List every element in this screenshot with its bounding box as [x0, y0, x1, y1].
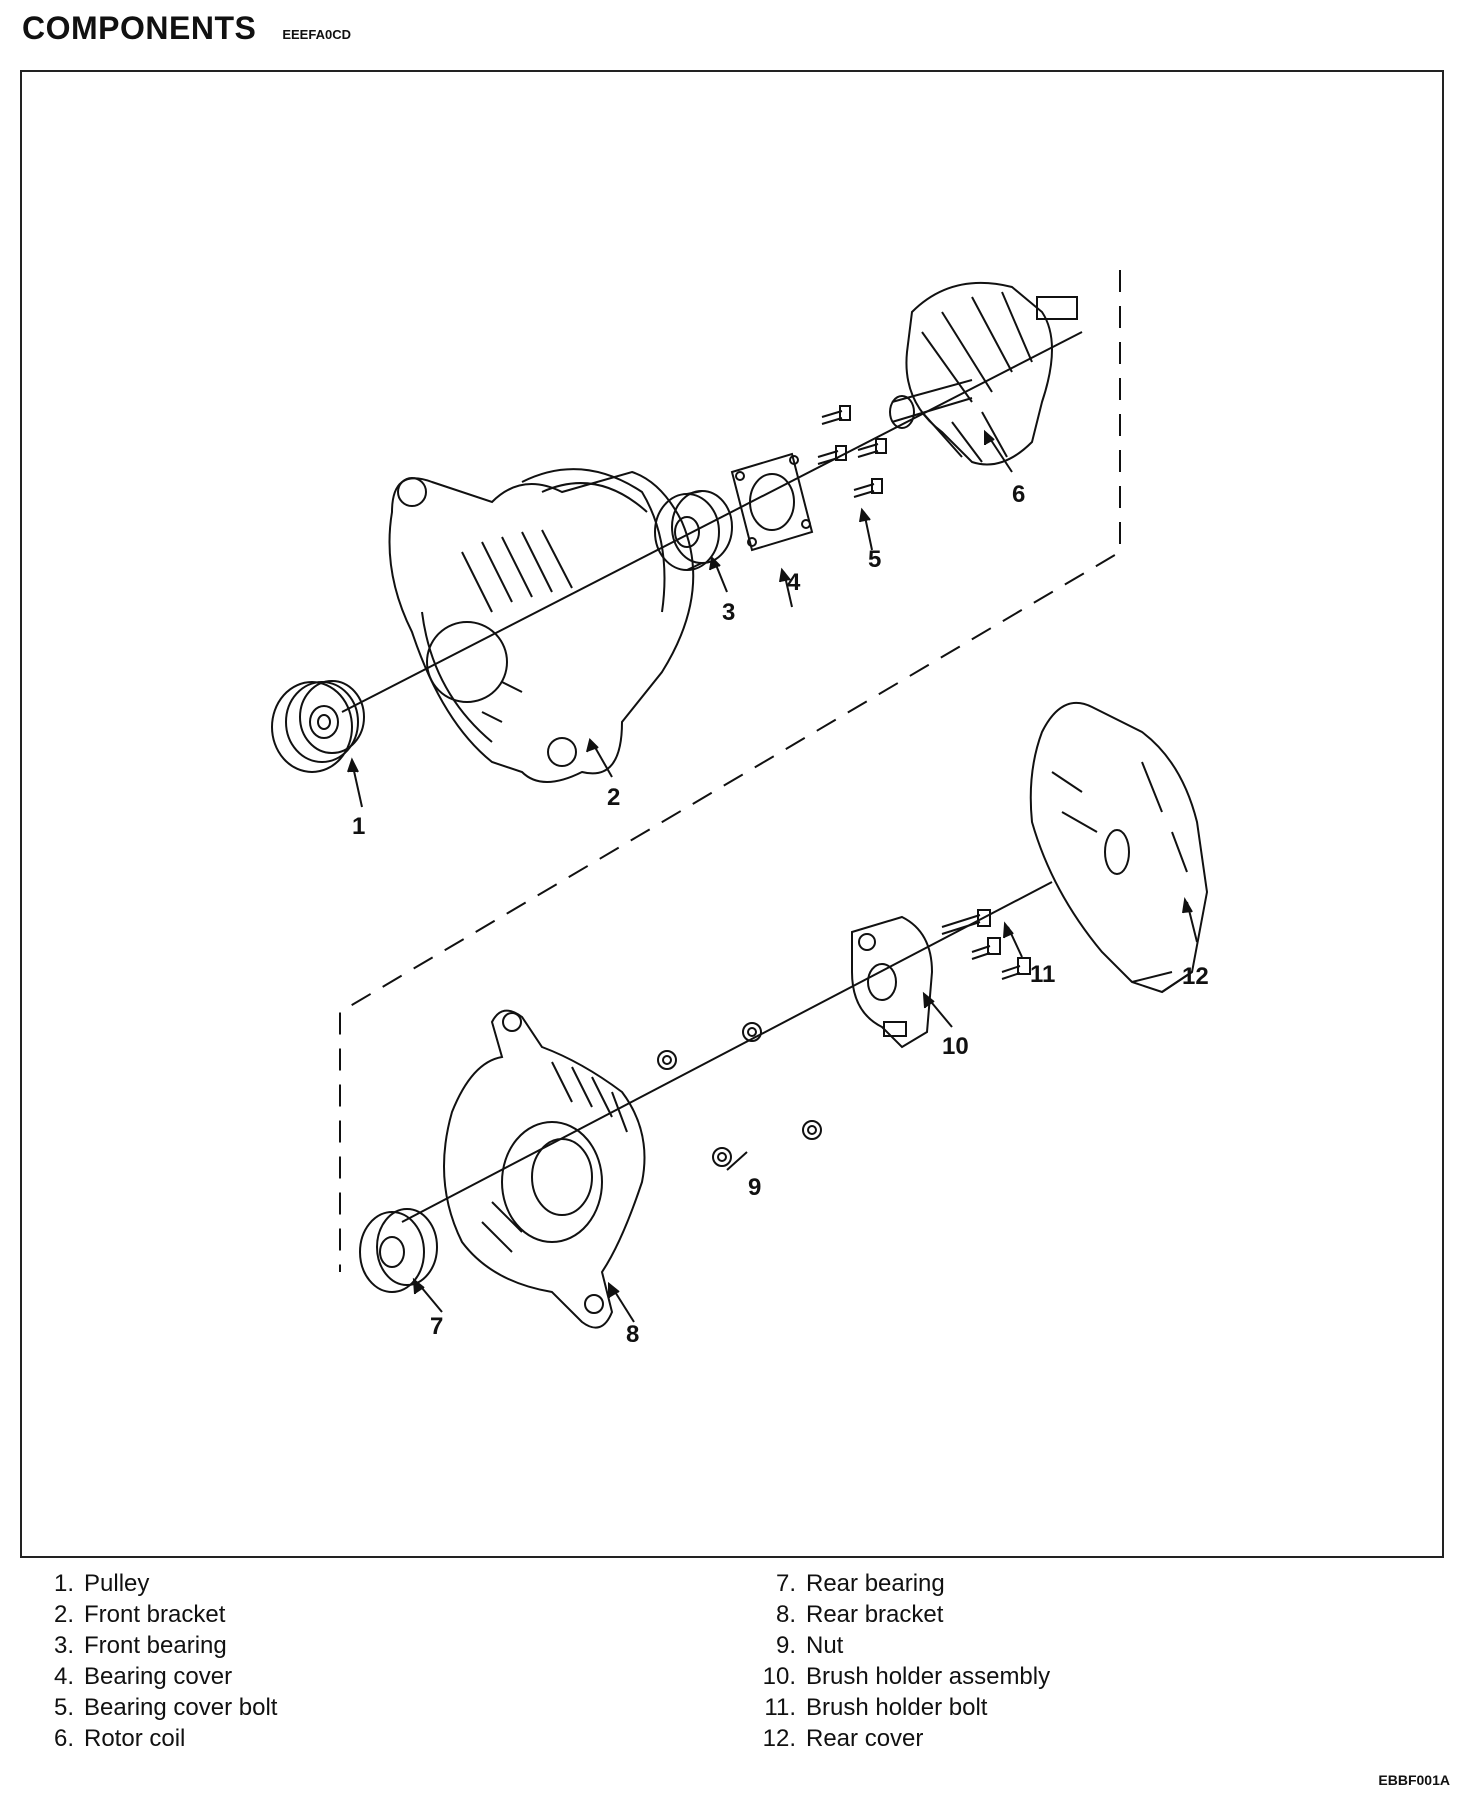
legend-item: 12. Rear cover [752, 1723, 1050, 1754]
rear-cover-part [1029, 702, 1209, 994]
legend-num: 8. [775, 1601, 796, 1628]
legend-label: Brush holder bolt [806, 1694, 988, 1721]
legend-num: 2. [53, 1601, 74, 1628]
legend-item: 3. Front bearing [40, 1630, 277, 1661]
exploded-diagram: 1 2 3 4 5 6 7 8 9 10 11 12 [271, 270, 1209, 1348]
bearing-cover-part [730, 452, 814, 552]
legend-label: Front bearing [84, 1632, 227, 1659]
legend-item: 11. Brush holder bolt [752, 1692, 1050, 1723]
pulley-part [271, 680, 365, 773]
legend-num: 1. [53, 1570, 74, 1597]
callout-8: 8 [626, 1321, 639, 1348]
legend-item: 6. Rotor coil [40, 1723, 277, 1754]
legend-label: Bearing cover bolt [84, 1694, 278, 1721]
page-header: COMPONENTS EEEFA0CD [22, 10, 351, 47]
rear-bracket-part [443, 1009, 646, 1329]
legend-num: 10. [762, 1663, 796, 1690]
callout-arrows [347, 429, 1198, 1323]
legend-num: 12. [762, 1725, 796, 1752]
rear-bearing-part [359, 1208, 438, 1293]
legend-item: 4. Bearing cover [40, 1661, 277, 1692]
legend-num: 4. [53, 1663, 74, 1690]
bearing-cover-bolts [817, 405, 887, 498]
legend-num: 6. [53, 1725, 74, 1752]
legend-left: 1. Pulley 2. Front bracket 3. Front bearing… [40, 1568, 277, 1754]
legend-num: 9. [775, 1632, 796, 1659]
front-bearing-part [654, 490, 733, 571]
legend-label: Rear cover [806, 1725, 924, 1752]
callout-7: 7 [430, 1313, 443, 1340]
callout-4: 4 [787, 569, 801, 596]
legend-label: Brush holder assembly [806, 1663, 1051, 1690]
callout-11: 11 [1030, 961, 1055, 988]
diagram-frame: 1 2 3 4 5 6 7 8 9 10 11 12 [20, 70, 1444, 1558]
legend-item: 5. Bearing cover bolt [40, 1692, 277, 1723]
legend-item: 1. Pulley [40, 1568, 277, 1599]
page-title: COMPONENTS [22, 10, 257, 46]
callout-12: 12 [1182, 963, 1209, 990]
legend-label: Rear bearing [806, 1570, 945, 1597]
section-code: EEEFA0CD [282, 27, 351, 42]
legend-item: 7. Rear bearing [752, 1568, 1050, 1599]
legend-num: 11. [764, 1694, 796, 1721]
legend-item: 9. Nut [752, 1630, 1050, 1661]
legend-label: Rotor coil [84, 1725, 186, 1752]
rotor-coil-part [889, 281, 1078, 466]
legend-num: 3. [53, 1632, 74, 1659]
lower-axis-line [401, 881, 1053, 1223]
assembly-guide-lines [339, 270, 1121, 1272]
legend-num: 7. [775, 1570, 796, 1597]
legend-item: 2. Front bracket [40, 1599, 277, 1630]
legend-label: Rear bracket [806, 1601, 944, 1628]
legend-item: 10. Brush holder assembly [752, 1661, 1051, 1692]
callout-9: 9 [748, 1174, 761, 1201]
legend-label: Front bracket [84, 1601, 226, 1628]
brush-holder-bolts [941, 909, 1031, 980]
callout-1: 1 [352, 813, 365, 840]
callout-10: 10 [942, 1033, 969, 1060]
callout-3: 3 [722, 599, 735, 626]
legend-item: 8. Rear bracket [752, 1599, 1050, 1630]
callout-2: 2 [607, 784, 620, 811]
figure-code: EBBF001A [1378, 1772, 1450, 1788]
nut-parts [657, 1022, 822, 1167]
front-bracket-part [388, 468, 695, 783]
legend-label: Bearing cover [84, 1663, 233, 1690]
upper-axis-line [341, 331, 1083, 713]
legend-label: Pulley [84, 1570, 150, 1597]
legend-label: Nut [806, 1632, 844, 1659]
brush-holder-assembly-part [851, 915, 934, 1049]
legend-num: 5. [53, 1694, 74, 1721]
callout-6: 6 [1012, 481, 1025, 508]
legend-right: 7. Rear bearing 8. Rear bracket 9. Nut 10. B… [752, 1568, 1051, 1754]
callout-5: 5 [868, 546, 881, 573]
